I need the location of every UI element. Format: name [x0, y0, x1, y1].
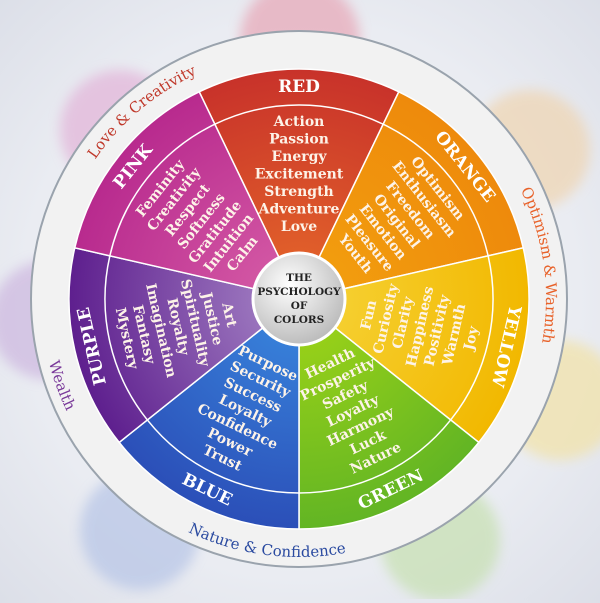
label-band-divider: [214, 104, 384, 125]
label-band-divider: [450, 255, 494, 421]
center-title-line: OF: [291, 300, 308, 312]
trait-word: Energy: [271, 149, 327, 165]
center-title-line: COLORS: [274, 314, 324, 326]
trait-word: Joy: [461, 324, 483, 354]
label-band-divider: [298, 419, 452, 494]
trait-word: Action: [273, 114, 325, 130]
trait-word: Adventure: [258, 202, 340, 218]
trait-word: Excitement: [255, 167, 344, 183]
label-band-divider: [104, 255, 148, 421]
segment-wedge: [68, 246, 301, 444]
segment-wedge: [118, 297, 300, 530]
trait-word: Fun: [358, 299, 380, 332]
segment-blue: BLUETrustPowerConfidenceLoyaltySuccessSe…: [118, 297, 300, 530]
segment-green: GREENNatureLuckHarmonyLoyaltySafetyProsp…: [298, 297, 480, 530]
trait-word: Passion: [269, 132, 329, 148]
segment-wedge: [73, 90, 301, 301]
segment-wedge: [297, 246, 530, 444]
segment-wedge: [198, 68, 400, 301]
segment-wedge: [298, 297, 480, 530]
label-band-divider: [109, 123, 216, 256]
center-disc: [251, 251, 347, 347]
segment-yellow: YELLOWJoyWarmthPositivityHappinessClarit…: [297, 246, 530, 444]
segment-label: RED: [278, 77, 320, 97]
trait-word: Love: [281, 219, 317, 235]
label-band-divider: [382, 123, 489, 256]
center-title-line: PSYCHOLOGY: [257, 286, 341, 298]
trait-word: Art: [218, 300, 239, 329]
segment-wedge: [297, 90, 525, 301]
segment-pink: PINKFeminityCreativityRespectSoftnessGra…: [73, 90, 301, 301]
center-title-line: THE: [286, 272, 312, 284]
segment-red: RED ActionPassionEnergyExcitementStrength…: [198, 68, 400, 301]
trait-word: Strength: [264, 184, 333, 200]
segment-orange: ORANGEOptimismEnthusiasmFreedomOriginalE…: [297, 90, 525, 301]
label-band-divider: [146, 419, 300, 494]
